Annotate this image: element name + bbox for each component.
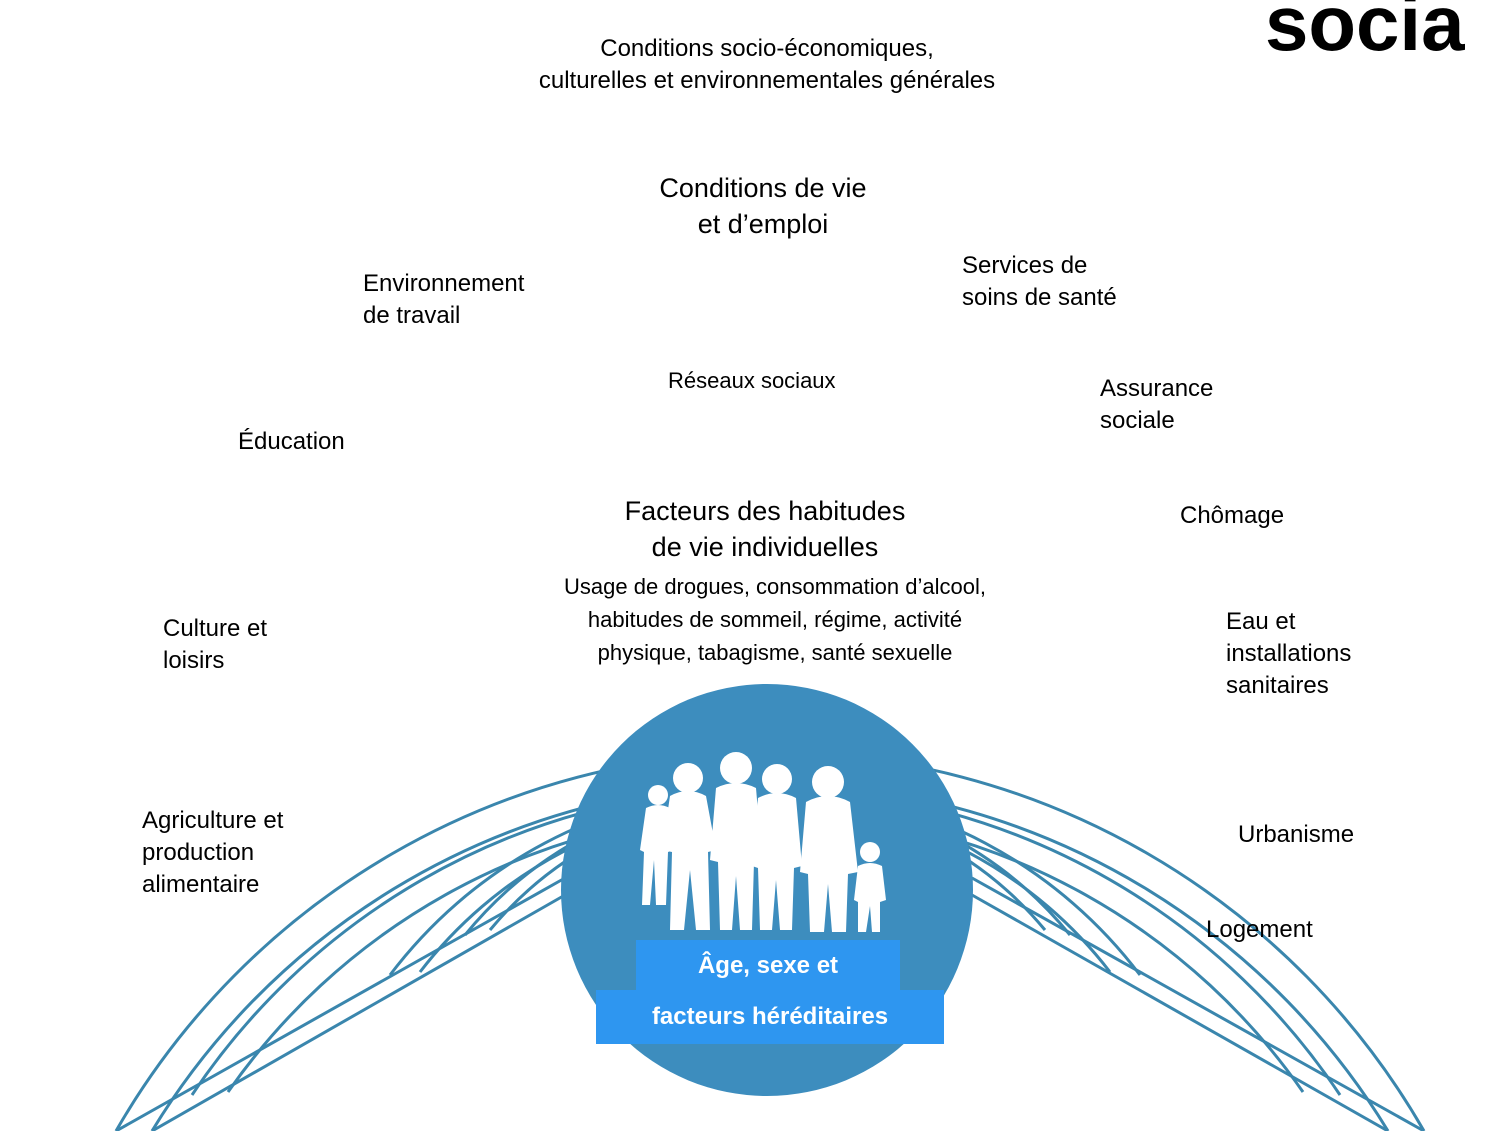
ray-left (115, 876, 566, 1131)
lifestyle-title-line1: Facteurs des habitudes (624, 496, 906, 526)
item-unemployment: Chômage (1180, 502, 1285, 529)
item-social-insurance: Assurance sociale (1100, 375, 1214, 434)
item-culture-leisure: Culture et loisirs (163, 615, 268, 674)
living-title-line2: et d’emploi (697, 209, 829, 239)
ray-right (971, 876, 1425, 1131)
lifestyle-description: Usage de drogues, consommation d’alcool,… (564, 574, 986, 665)
living-title-line1: Conditions de vie (659, 173, 867, 203)
core-label-line2: facteurs héréditaires (596, 990, 944, 1044)
lifestyle-title-line2: de vie individuelles (651, 532, 879, 562)
item-water-sanitation: Eau et installations sanitaires (1226, 608, 1352, 699)
ray-right-b (971, 893, 1389, 1131)
item-health-services: Services de soins de santé (962, 252, 1117, 311)
lifestyle-layer-title: Facteurs des habitudes de vie individuel… (565, 493, 965, 565)
ray-left-b (151, 893, 566, 1131)
item-education: Éducation (238, 428, 345, 455)
core-label-line1: Âge, sexe et (636, 940, 900, 992)
outer-layer-title: Conditions socio-économiques, culturelle… (467, 33, 1067, 97)
item-agriculture: Agriculture et production alimentaire (142, 807, 284, 898)
outer-title-line1: Conditions socio-économiques, (600, 35, 934, 62)
living-layer-title: Conditions de vie et d’emploi (563, 170, 963, 242)
family-silhouette-icon (640, 752, 886, 932)
item-work-environment: Environnement de travail (363, 270, 525, 329)
title-fragment: socia (1265, 0, 1465, 67)
item-housing: Logement (1206, 916, 1313, 943)
social-layer-title: Réseaux sociaux (668, 368, 836, 393)
outer-title-line2: culturelles et environnementales général… (538, 67, 996, 94)
item-urbanism: Urbanisme (1238, 821, 1355, 848)
